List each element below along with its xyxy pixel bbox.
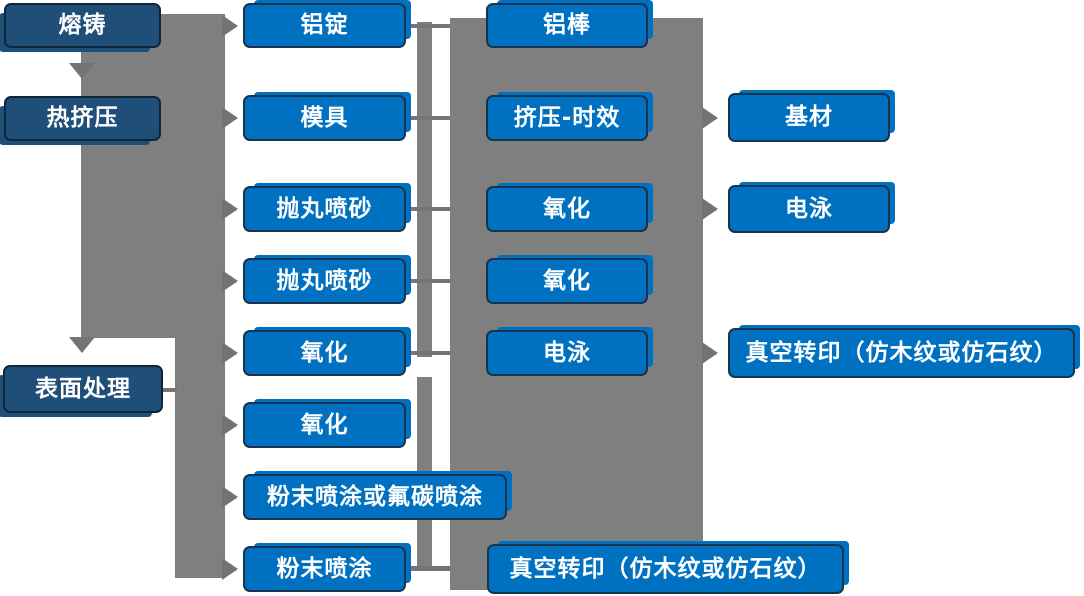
- flow-band-left-upper: [81, 14, 225, 338]
- node-vacuum-transfer-print-1: 真空转印（仿木纹或仿石纹）: [728, 328, 1075, 378]
- arrow-to-substrate: [702, 107, 718, 129]
- node-powder-or-fluorocarbon-coating: 粉末喷涂或氟碳喷涂: [243, 474, 507, 520]
- node-shot-blasting-1: 抛丸喷砂: [243, 186, 406, 232]
- node-aluminum-ingot: 铝锭: [243, 3, 406, 48]
- arrow-to-electrophoresis-output: [702, 198, 718, 220]
- arrow-to-shot-blasting-2: [222, 270, 238, 292]
- arrow-to-mold: [222, 107, 238, 129]
- flow-bar-mid-upper: [417, 22, 432, 357]
- connector-line-row4: [411, 279, 450, 283]
- arrow-to-aluminum-ingot: [222, 15, 238, 37]
- arrow-down-to-hot-extrusion: [69, 63, 95, 79]
- node-surface-treatment: 表面处理: [3, 365, 163, 413]
- node-melt-casting: 熔铸: [4, 3, 161, 48]
- arrow-to-shot-blasting-1: [222, 198, 238, 220]
- arrow-to-oxidation-1: [222, 342, 238, 364]
- connector-line-bottom: [411, 566, 450, 571]
- connector-line-row2: [411, 116, 450, 120]
- arrow-to-oxidation-2: [222, 414, 238, 436]
- arrow-to-powder-or-fluorocarbon-coating: [222, 486, 238, 508]
- node-oxidation-4: 氧化: [486, 258, 648, 304]
- node-oxidation-3: 氧化: [486, 186, 648, 232]
- node-electrophoresis-1: 电泳: [486, 330, 648, 376]
- flow-bar-mid-lower: [417, 377, 432, 570]
- connector-line-row3: [411, 207, 450, 211]
- node-substrate: 基材: [728, 93, 890, 142]
- flow-band-left-lower: [175, 338, 225, 578]
- arrow-to-powder-coating: [222, 558, 238, 580]
- connector-line-surface-treatment: [163, 388, 177, 392]
- arrow-down-to-surface-treatment: [69, 337, 95, 353]
- node-mold: 模具: [243, 95, 406, 141]
- node-electrophoresis-2: 电泳: [728, 185, 890, 233]
- node-hot-extrusion: 热挤压: [4, 96, 161, 141]
- connector-line-row1: [411, 24, 450, 28]
- node-shot-blasting-2: 抛丸喷砂: [243, 258, 406, 304]
- connector-line-row5: [411, 351, 450, 355]
- node-oxidation-1: 氧化: [243, 330, 406, 376]
- node-oxidation-2: 氧化: [243, 402, 406, 448]
- node-vacuum-transfer-print-2: 真空转印（仿木纹或仿石纹）: [487, 544, 844, 594]
- node-powder-coating: 粉末喷涂: [243, 546, 406, 592]
- arrow-to-vacuum-transfer-print: [702, 342, 718, 364]
- node-aluminum-rod: 铝棒: [486, 3, 648, 48]
- node-extrusion-aging: 挤压-时效: [486, 95, 648, 141]
